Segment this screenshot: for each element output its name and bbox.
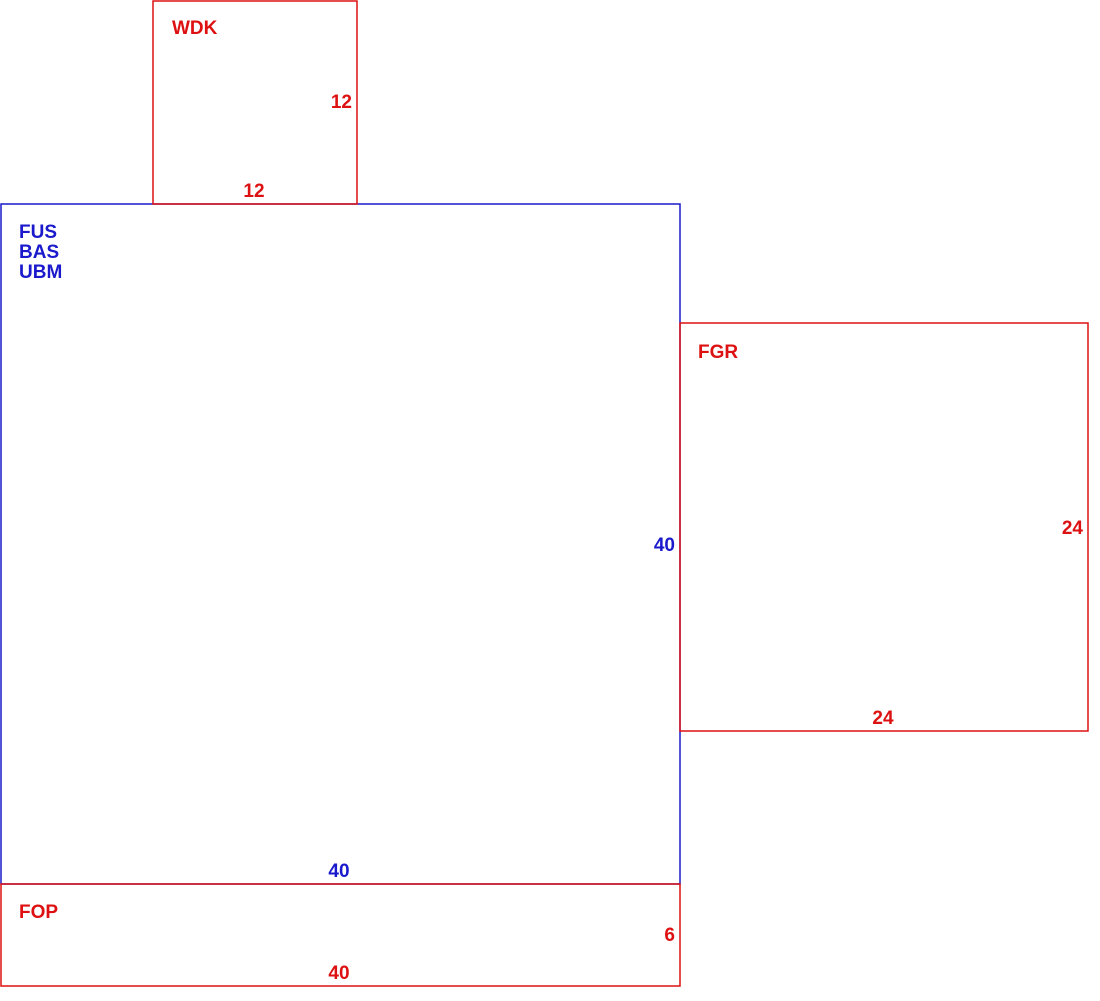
area-wdk-outline bbox=[152, 0, 358, 205]
area-main-code-3: UBM bbox=[19, 262, 62, 283]
area-fop-width-label: 40 bbox=[328, 963, 349, 984]
area-fgr: FGR 24 24 bbox=[679, 322, 1089, 732]
area-fop-depth-label: 6 bbox=[664, 925, 675, 946]
area-fgr-width-label: 24 bbox=[872, 708, 894, 729]
area-fop-outline bbox=[0, 883, 681, 987]
area-fop-code: FOP bbox=[19, 902, 58, 923]
area-fop: FOP 6 40 bbox=[0, 883, 681, 987]
area-main-outline bbox=[0, 203, 681, 885]
area-main-width-label: 40 bbox=[328, 861, 349, 882]
area-wdk: WDK 12 12 bbox=[152, 0, 358, 205]
area-main-code-1: FUS bbox=[19, 222, 57, 243]
area-main-code-2: BAS bbox=[19, 242, 59, 263]
area-main-depth-label: 40 bbox=[654, 535, 675, 556]
area-wdk-depth-label: 12 bbox=[331, 92, 352, 113]
area-wdk-width-label: 12 bbox=[243, 181, 264, 202]
area-fgr-code: FGR bbox=[698, 342, 738, 363]
area-main: FUS BAS UBM 40 40 bbox=[0, 203, 681, 885]
area-fgr-depth-label: 24 bbox=[1062, 518, 1084, 539]
area-fgr-outline bbox=[679, 322, 1089, 732]
area-wdk-code: WDK bbox=[172, 18, 218, 39]
